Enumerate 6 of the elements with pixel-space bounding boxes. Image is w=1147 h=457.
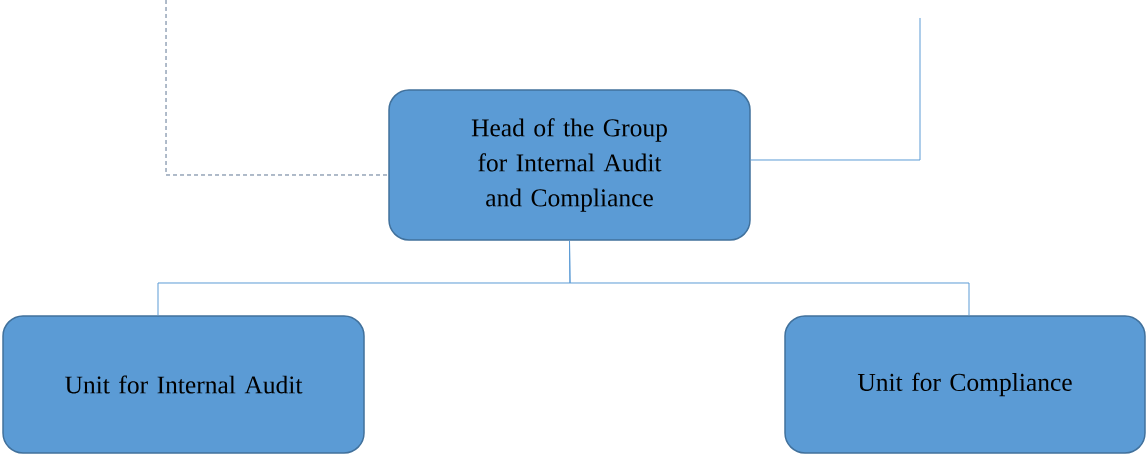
connector-line bbox=[569, 240, 970, 316]
org-box: Head of the Group for Internal Audit and Compliance bbox=[388, 89, 751, 241]
org-box: Unit for Compliance bbox=[784, 315, 1146, 454]
org-box: Unit for Internal Audit bbox=[2, 315, 365, 454]
connector-line bbox=[750, 17, 921, 161]
connector-line bbox=[165, 0, 389, 176]
